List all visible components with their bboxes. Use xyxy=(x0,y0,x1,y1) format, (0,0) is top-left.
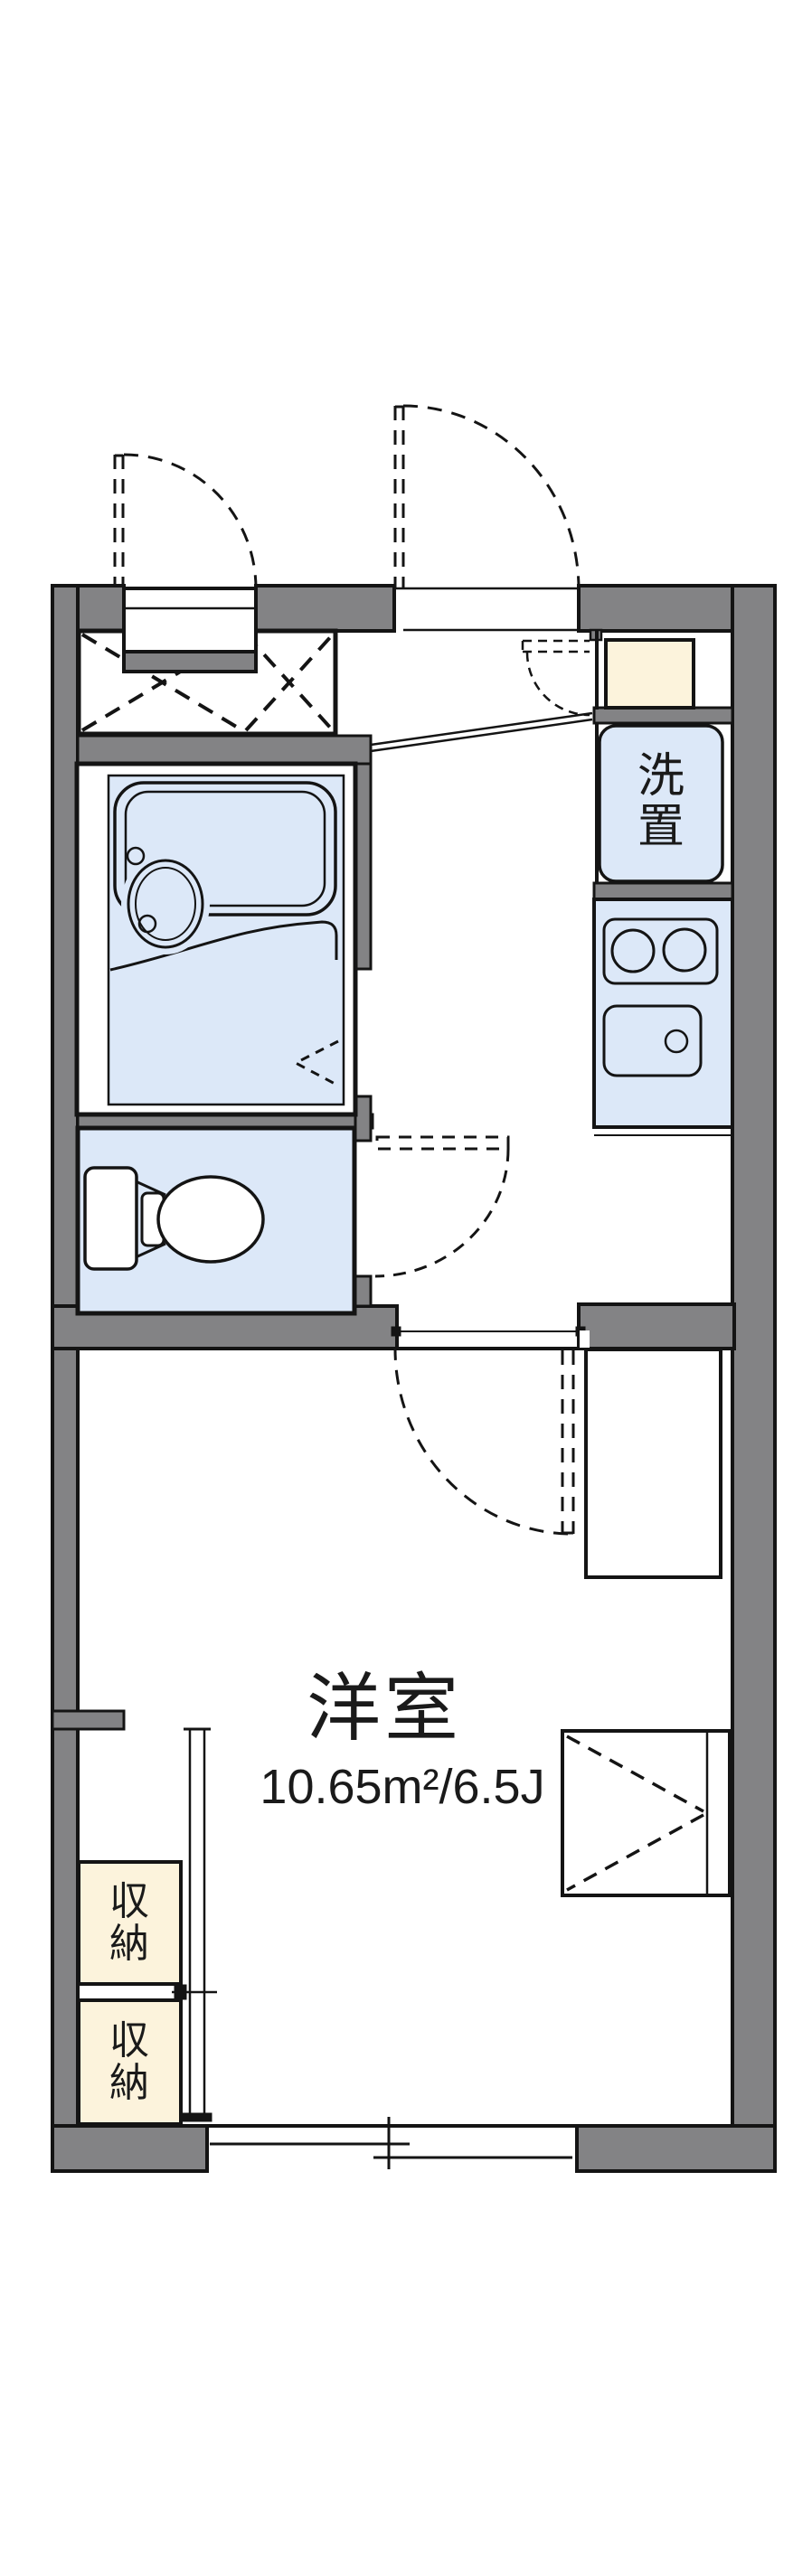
wall-band-entry-bath xyxy=(76,734,373,766)
bath-sink-drain xyxy=(137,914,157,934)
closet-track-mid-post xyxy=(174,1984,187,2000)
wall-bottom-left xyxy=(51,2124,209,2173)
bathtub-rim xyxy=(113,781,337,917)
kitchen xyxy=(592,898,734,1136)
bathroom xyxy=(74,761,358,1117)
triangle-cabinet xyxy=(561,1729,732,1897)
hatch-x1-b xyxy=(80,633,244,732)
toilet-bowl xyxy=(156,1175,265,1264)
shoe-cabinet-area xyxy=(521,631,695,717)
entrance-door-left xyxy=(113,453,258,673)
stove xyxy=(602,917,719,985)
kitchen-sink-drain xyxy=(664,1029,689,1054)
washing-machine-pan xyxy=(598,724,724,883)
entrance-recess-back xyxy=(122,650,258,673)
alcove-box xyxy=(584,1348,722,1579)
storage-lower-box xyxy=(77,1998,183,2126)
wall-band-hall-main-right xyxy=(577,1302,736,1350)
toilet-room xyxy=(75,1125,510,1316)
storage-upper-box xyxy=(77,1860,183,1986)
stove-burner-left xyxy=(610,928,656,973)
bathtub-inner xyxy=(124,790,326,907)
step-line-a xyxy=(370,711,593,747)
bath-sink-erase xyxy=(121,853,210,954)
storage-closets xyxy=(51,1709,217,2126)
wall-div-washer-kitchen xyxy=(592,881,734,901)
bottom-window xyxy=(210,2117,572,2169)
entry-door-top xyxy=(393,404,603,642)
step-line-b xyxy=(370,718,593,753)
wall-bottom-right xyxy=(575,2124,777,2173)
wall-cavity-lower xyxy=(354,1274,373,1308)
entrance-step-edge xyxy=(370,711,593,753)
toilet-door-swing-arc xyxy=(374,1148,510,1278)
stove-burner-right xyxy=(662,927,707,973)
overhead-cabinet-arc xyxy=(525,652,590,717)
washer-space-label: 洗置 xyxy=(637,750,685,853)
main-door-frame-notch xyxy=(580,1330,590,1348)
toilet-tank xyxy=(83,1166,138,1271)
entry-door-swing-arc xyxy=(402,404,581,590)
bathtub-drain xyxy=(126,846,146,866)
wall-top-mid xyxy=(254,584,396,633)
shoe-cabinet xyxy=(604,638,695,710)
hatch-x2-b xyxy=(244,633,335,732)
wall-div-shoe-washer xyxy=(592,706,734,725)
kitchen-counter xyxy=(592,898,734,1129)
main-door-jamb-left xyxy=(391,1326,401,1337)
entrance-recess xyxy=(122,587,258,653)
bath-sink-inner xyxy=(135,867,196,941)
storage-lower-label: 収納 xyxy=(109,2018,149,2106)
wall-cavity-mid xyxy=(354,1095,373,1142)
washer-space xyxy=(595,723,724,883)
triangle-cabinet-outline xyxy=(561,1729,732,1897)
toilet-door-leaf xyxy=(375,1135,510,1151)
storage-upper-label: 収納 xyxy=(109,1879,149,1967)
entrance-door-swing-arc xyxy=(123,453,258,589)
triangle-dash-lower xyxy=(566,1813,704,1892)
wall-right xyxy=(731,584,777,2173)
bath-deck-edge xyxy=(109,920,338,972)
main-room-area: 10.65m²/6.5J xyxy=(260,1760,545,1814)
bath-sink-outer xyxy=(127,859,204,949)
wall-cavity-upper xyxy=(354,762,373,971)
main-room-name: 洋室 xyxy=(306,1668,462,1750)
wall-left xyxy=(51,584,80,2173)
kitchen-sink xyxy=(602,1004,703,1077)
closet-track-bottom-cap xyxy=(182,2112,212,2122)
triangle-dash-upper xyxy=(566,1735,704,1813)
closet-wall-stub xyxy=(51,1709,126,1731)
